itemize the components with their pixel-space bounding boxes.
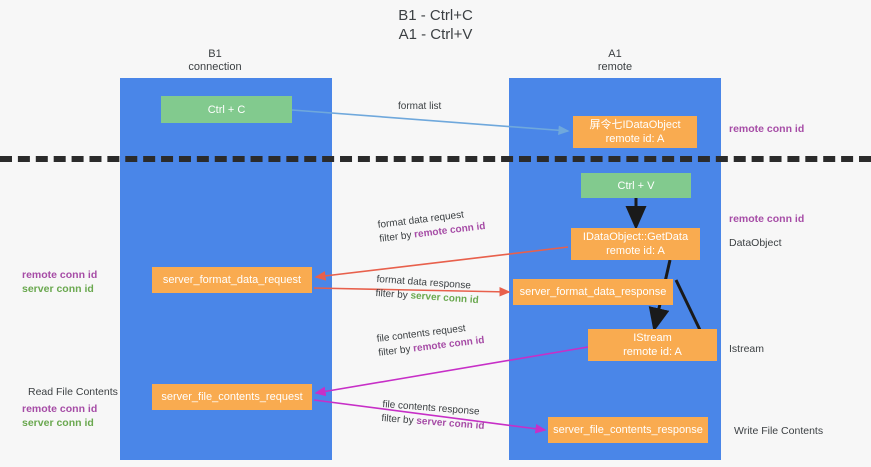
node-ctrl-v[interactable]: Ctrl + V [581,173,691,198]
annotation-left-remote-conn-id: remote conn id [22,269,98,281]
annotation-left-conn-ids-bottom: remote conn id server conn id [22,402,97,430]
column-header-a1: A1 remote [597,48,633,73]
annotation-left-server-conn-id: server conn id [22,283,94,295]
annotation-right-remote-conn-id-top: remote conn id [729,123,805,135]
edge-label-file-contents-response: file contents response filter by server … [381,398,486,434]
section-divider [0,156,871,162]
filter-prefix: filter by [380,412,417,427]
filter-prefix: filter by [377,343,414,359]
node-server-file-contents-request[interactable]: server_file_contents_request [152,384,312,410]
node-server-format-data-request[interactable]: server_format_data_request [152,267,312,293]
edge-label-format-data-request: format data request filter by remote con… [377,206,486,247]
page-title: B1 - Ctrl+C A1 - Ctrl+V [398,7,473,43]
node-istream[interactable]: IStream remote id: A [588,329,717,361]
annotation-left-server-conn-id-2: server conn id [22,417,94,429]
node-idataobject-getdata[interactable]: IDataObject::GetData remote id: A [571,228,700,260]
filter-key-server-conn-id: server conn id [410,290,480,307]
node-server-file-contents-response[interactable]: server_file_contents_response [548,417,708,443]
node-ctrl-c[interactable]: Ctrl + C [161,96,292,123]
annotation-left-remote-conn-id-2: remote conn id [22,403,98,415]
column-header-b1: B1 connection [188,48,242,73]
label-write-file-contents: Write File Contents [734,425,824,437]
filter-prefix: filter by [378,229,415,245]
node-idataobject[interactable]: 屏令七IDataObject remote id: A [573,116,697,148]
node-server-format-data-response[interactable]: server_format_data_response [513,279,673,305]
annotation-right-remote-conn-id-mid: remote conn id [729,213,805,225]
label-read-file-contents: Read File Contents [28,386,118,398]
label-istream: Istream [729,343,765,355]
filter-prefix: filter by [375,287,411,302]
edge-label-format-data-response: format data response filter by server co… [375,273,480,308]
edge-label-file-contents-request: file contents request filter by remote c… [376,320,485,361]
annotation-left-conn-ids-top: remote conn id server conn id [22,268,97,296]
label-dataobject: DataObject [729,237,782,249]
edge-label-format-list: format list [398,101,442,112]
